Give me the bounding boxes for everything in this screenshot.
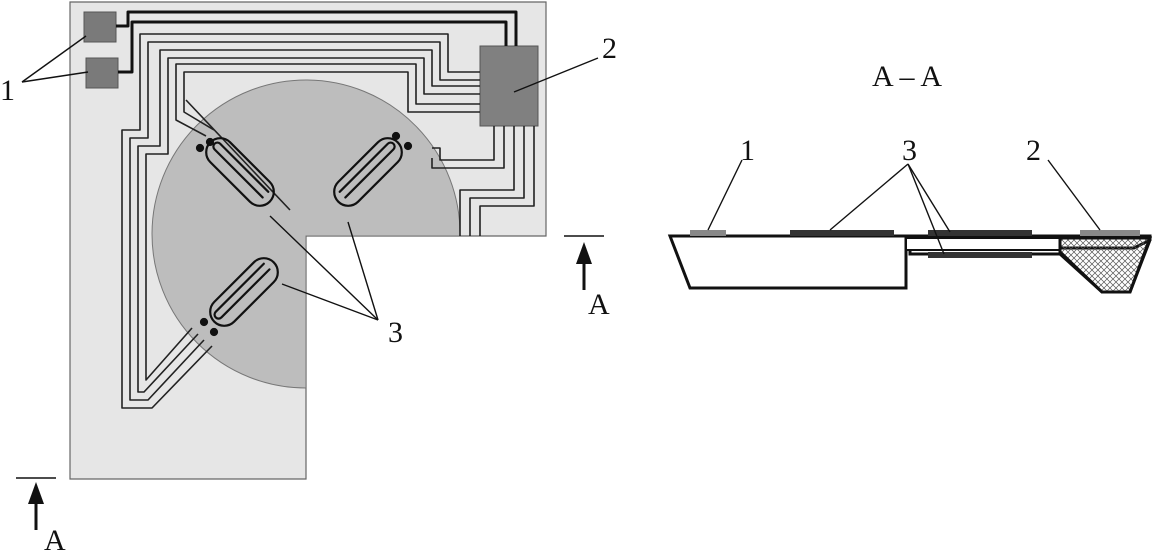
label-3-plan: 3 (388, 316, 403, 349)
section-pad-2 (1080, 230, 1140, 236)
strain-gauges (195, 131, 413, 337)
gauge-upper-right (333, 131, 413, 207)
section-leader-2 (1047, 159, 1101, 231)
section-body-right (1058, 236, 1152, 294)
svg-text:A: A (44, 524, 66, 557)
section-thin-plate (905, 237, 1061, 251)
label-3-section: 3 (902, 134, 917, 167)
svg-text:A: A (588, 288, 610, 321)
label-1-section: 1 (740, 134, 755, 167)
label-2-section: 2 (1026, 134, 1041, 167)
leader-lines-1 (21, 35, 89, 83)
section-pad-1 (690, 230, 726, 236)
section-body-left (667, 234, 908, 290)
conductor-traces (121, 33, 535, 409)
section-gauge-a (790, 230, 894, 236)
section-leaders-3 (829, 163, 951, 255)
section-title: A – A (872, 60, 942, 93)
section-gauge-c (928, 252, 1032, 258)
label-2-plan: 2 (602, 32, 617, 65)
bold-traces (116, 10, 518, 74)
contact-pad-1b (85, 57, 119, 89)
gauge-lower (199, 257, 279, 337)
section-marker-bottom: A (16, 477, 66, 557)
gauge-upper-left (195, 137, 275, 207)
contact-pad-1a (83, 11, 117, 43)
label-1-plan: 1 (0, 74, 15, 107)
section-leader-1 (707, 159, 743, 231)
leader-line-2 (513, 57, 599, 93)
plan-view: 1 2 3 A A (0, 1, 617, 557)
section-marker-right: A (564, 235, 610, 321)
section-gauge-b (928, 230, 1032, 236)
leader-lines-3 (269, 215, 379, 321)
section-view: A – A 1 3 2 (667, 60, 1152, 294)
